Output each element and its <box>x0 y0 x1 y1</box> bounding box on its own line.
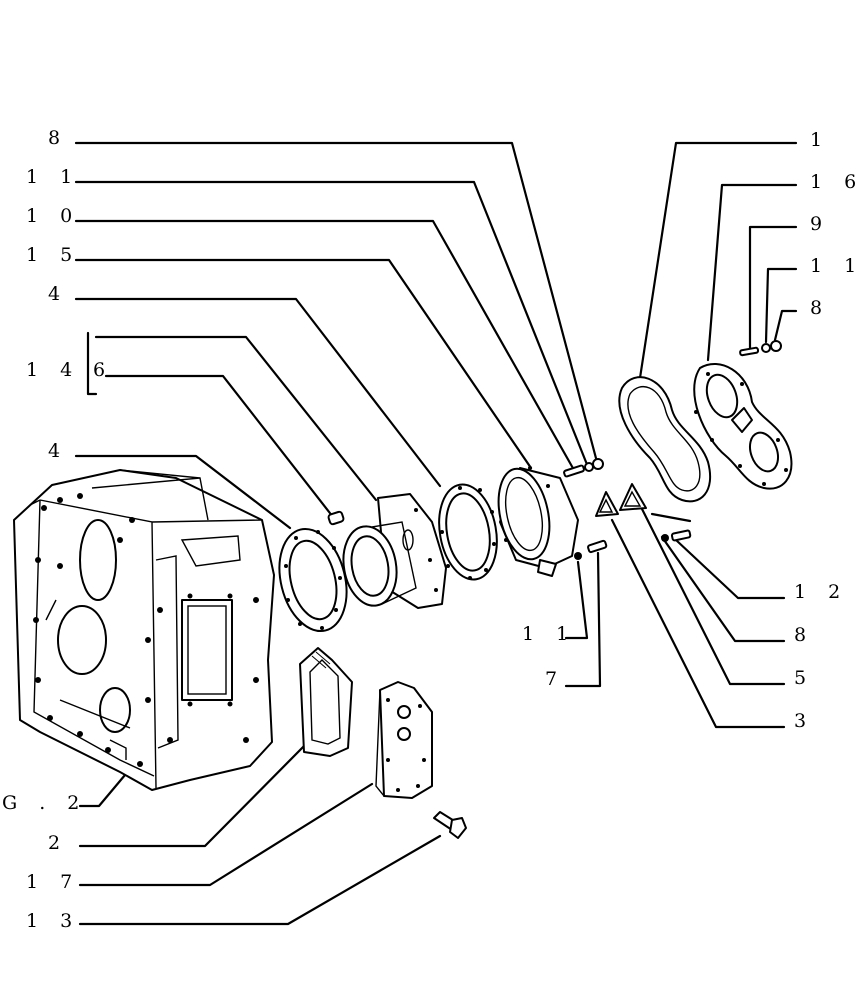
cover-plate-17 <box>375 681 433 799</box>
leader-10 <box>74 219 576 472</box>
leader-17 <box>78 782 374 887</box>
label-14: 1 4 <box>26 359 80 381</box>
label-2: 2 <box>48 832 68 854</box>
label-11-top: 1 1 <box>26 166 80 188</box>
leader-lines <box>74 141 798 926</box>
leader-11-top <box>74 180 590 469</box>
leader-14 <box>94 335 378 502</box>
leader-16 <box>706 183 798 362</box>
label-13: 1 3 <box>26 910 80 932</box>
leader-3 <box>610 518 786 729</box>
leader-11-right <box>764 267 798 344</box>
cover-15 <box>497 466 579 577</box>
bolt-13 <box>433 811 467 839</box>
gasket-2 <box>299 647 353 757</box>
label-17: 1 7 <box>26 871 80 893</box>
leader-11-lower <box>564 560 589 640</box>
label-11-lower: 1 1 <box>522 623 576 645</box>
label-10: 1 0 <box>26 205 80 227</box>
gasket-4-right <box>438 483 498 581</box>
leader-5 <box>638 503 786 686</box>
bracket-14 <box>86 331 98 396</box>
bolt-12 <box>661 529 692 542</box>
label-15: 1 5 <box>26 244 80 266</box>
label-9: 9 <box>810 213 830 235</box>
end-plate-16 <box>693 363 793 490</box>
label-11-right: 1 1 <box>810 255 856 277</box>
label-16: 1 6 <box>810 171 856 193</box>
gasket-4-left <box>278 527 348 633</box>
label-4-mid: 4 <box>48 440 68 462</box>
label-1: 1 <box>810 129 830 151</box>
leader-6 <box>104 374 335 519</box>
leader-9 <box>748 225 798 350</box>
leader-4-top <box>74 297 442 488</box>
label-7: 7 <box>545 668 565 690</box>
label-8-top: 8 <box>48 127 68 149</box>
label-8-right: 8 <box>810 297 830 319</box>
label-6: 6 <box>93 359 113 381</box>
fastener-group-right <box>739 340 782 357</box>
leader-g2 <box>78 773 127 808</box>
leader-2 <box>78 740 310 848</box>
leader-15 <box>74 258 533 470</box>
label-8-lower: 8 <box>794 624 814 646</box>
cover-gasket-1 <box>618 376 712 503</box>
triangle-plates <box>595 483 647 517</box>
leader-4-mid <box>74 454 292 530</box>
label-g2: G . 2 <box>2 792 87 814</box>
transmission-housing <box>13 469 275 791</box>
leader-8-right <box>773 309 798 342</box>
bearing-housing-14 <box>342 493 447 609</box>
leader-13 <box>78 834 442 926</box>
fastener-group-top <box>563 458 604 478</box>
fastener-group-lower <box>574 539 608 560</box>
label-4-top: 4 <box>48 283 68 305</box>
label-3: 3 <box>794 710 814 732</box>
leader-8-top <box>74 141 599 464</box>
leader-12 <box>674 538 786 600</box>
dowel-pin-6 <box>327 510 345 526</box>
leader-1 <box>638 141 798 380</box>
label-5: 5 <box>794 667 814 689</box>
leader-7 <box>564 551 602 688</box>
leader-8-lower <box>660 535 786 643</box>
label-12: 1 2 <box>794 581 848 603</box>
leader-5-stub <box>650 512 692 523</box>
